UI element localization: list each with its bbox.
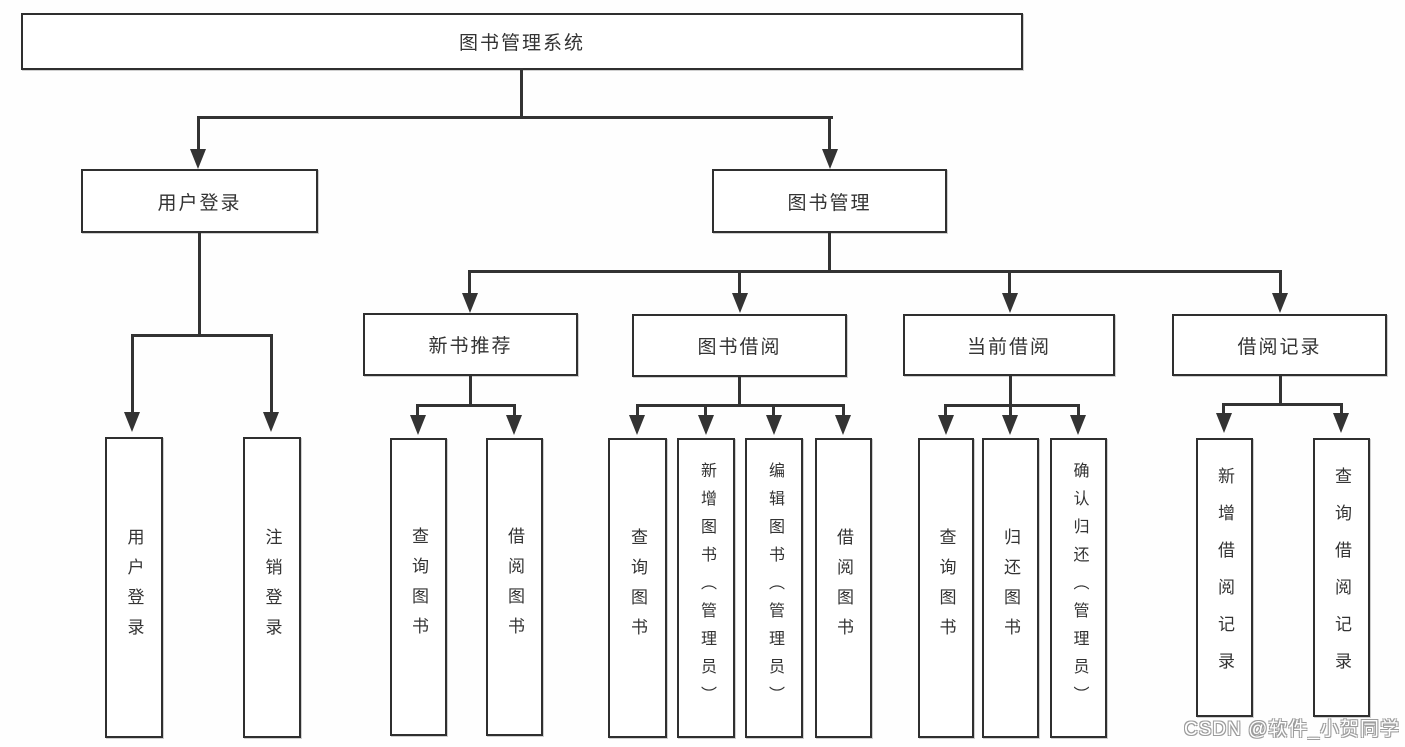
arrowhead-nb-query [410, 415, 426, 435]
connector-bb-borrow-drop [842, 404, 845, 418]
arrowhead-book-mgmt [822, 149, 838, 169]
leaf-cb-confirm-return-admin-label: 确认归还（管理员） [1070, 462, 1088, 714]
arrowhead-book-borrow [732, 293, 748, 313]
connector-cb-query-drop [944, 404, 947, 418]
leaf-cb-query-books: 查询图书 [918, 438, 974, 738]
connector-current-borrow-drop [1008, 270, 1011, 296]
node-book-borrow: 图书借阅 [632, 314, 847, 377]
connector-nb-borrow-drop [513, 404, 516, 418]
node-root: 图书管理系统 [21, 13, 1023, 70]
arrowhead-cb-query [938, 415, 954, 435]
node-root-label: 图书管理系统 [458, 33, 585, 54]
connector-user-login-rail [131, 334, 273, 337]
node-book-mgmt: 图书管理 [712, 169, 947, 233]
node-borrow-record: 借阅记录 [1172, 314, 1387, 376]
connector-new-book-rail [416, 404, 516, 407]
leaf-bb-borrow-books-label: 借阅图书 [834, 528, 853, 648]
connector-nb-query-drop [416, 404, 419, 418]
arrowhead-cb-confirm [1070, 415, 1086, 435]
connector-borrow-rail [636, 404, 845, 407]
connector-bb-query-drop [636, 404, 639, 418]
connector-cb-return-drop [1009, 404, 1012, 418]
node-current-borrow-label: 当前借阅 [966, 336, 1051, 358]
node-book-mgmt-label: 图书管理 [787, 192, 872, 214]
connector-rc-query-drop [1340, 403, 1343, 415]
arrowhead-bb-edit [766, 415, 782, 435]
arrowhead-rc-query [1333, 413, 1349, 433]
leaf-bb-edit-books-admin-label: 编辑图书（管理员） [766, 462, 783, 714]
arrowhead-cb-return [1002, 415, 1018, 435]
leaf-bb-add-books-admin: 新增图书（管理员） [677, 438, 735, 738]
leaf-cb-return-books: 归还图书 [982, 438, 1039, 738]
connector-record-rail [1222, 403, 1343, 406]
leaf-cb-return-books-label: 归还图书 [1001, 528, 1020, 648]
leaf-rc-add-record-label: 新增借阅记录 [1215, 466, 1234, 689]
connector-root-trunk [520, 68, 523, 118]
node-current-borrow: 当前借阅 [903, 314, 1115, 376]
connector-current-rail [944, 404, 1080, 407]
connector-leaf-logout-drop [270, 334, 273, 414]
connector-rc-add-drop [1222, 403, 1225, 415]
connector-book-mgmt-trunk [828, 233, 831, 273]
arrowhead-rc-add [1216, 413, 1232, 433]
arrowhead-leaf-login [124, 412, 140, 432]
leaf-rc-query-record-label: 查询借阅记录 [1332, 466, 1351, 689]
leaf-user-login: 用户登录 [105, 437, 163, 738]
arrowhead-new-book [462, 293, 478, 313]
connector-current-trunk [1009, 376, 1012, 407]
connector-user-login-drop [197, 116, 200, 152]
node-user-login-label: 用户登录 [157, 192, 242, 214]
leaf-nb-borrow-books-label: 借阅图书 [505, 527, 524, 647]
arrowhead-bb-query [629, 415, 645, 435]
leaf-bb-edit-books-admin: 编辑图书（管理员） [745, 438, 803, 738]
connector-book-mgmt-drop [828, 116, 831, 152]
connector-leaf-login-drop [131, 334, 134, 414]
connector-mgmt-rail [468, 270, 1282, 273]
connector-borrow-record-drop [1279, 270, 1282, 296]
leaf-bb-add-books-admin-label: 新增图书（管理员） [698, 462, 715, 714]
arrowhead-borrow-record [1272, 293, 1288, 313]
leaf-cb-confirm-return-admin: 确认归还（管理员） [1050, 438, 1107, 738]
leaf-nb-query-books-label: 查询图书 [409, 527, 428, 647]
leaf-nb-borrow-books: 借阅图书 [486, 438, 543, 736]
connector-book-borrow-drop [738, 270, 741, 296]
leaf-rc-query-record: 查询借阅记录 [1313, 438, 1370, 717]
csdn-watermark: CSDN @软件_小贺同学 [1184, 719, 1400, 740]
connector-bb-add-drop [704, 404, 707, 418]
connector-cb-confirm-drop [1077, 404, 1080, 418]
leaf-nb-query-books: 查询图书 [390, 438, 447, 736]
node-book-borrow-label: 图书借阅 [697, 337, 782, 358]
arrowhead-bb-add [698, 415, 714, 435]
leaf-cb-query-books-label: 查询图书 [936, 528, 956, 648]
connector-new-book-drop [468, 270, 471, 296]
leaf-logout: 注销登录 [243, 437, 301, 738]
arrowhead-current-borrow [1002, 293, 1018, 313]
leaf-user-login-label: 用户登录 [124, 527, 144, 648]
connector-borrow-trunk [738, 377, 741, 407]
arrowhead-nb-borrow [506, 415, 522, 435]
connector-new-book-trunk [469, 376, 472, 407]
connector-bb-edit-drop [772, 404, 775, 418]
arrowhead-leaf-logout [263, 412, 279, 432]
node-user-login: 用户登录 [81, 169, 318, 233]
leaf-bb-query-books: 查询图书 [608, 438, 667, 738]
connector-level2-rail [197, 116, 833, 119]
node-new-book-rec: 新书推荐 [363, 313, 578, 376]
connector-user-login-trunk [198, 233, 201, 337]
leaf-bb-query-books-label: 查询图书 [628, 528, 647, 648]
arrowhead-user-login [190, 149, 206, 169]
leaf-rc-add-record: 新增借阅记录 [1196, 438, 1253, 717]
leaf-logout-label: 注销登录 [262, 527, 282, 648]
arrowhead-bb-borrow [835, 415, 851, 435]
node-borrow-record-label: 借阅记录 [1237, 336, 1322, 358]
leaf-bb-borrow-books: 借阅图书 [815, 438, 872, 738]
node-new-book-rec-label: 新书推荐 [428, 336, 513, 357]
connector-record-trunk [1279, 376, 1282, 405]
